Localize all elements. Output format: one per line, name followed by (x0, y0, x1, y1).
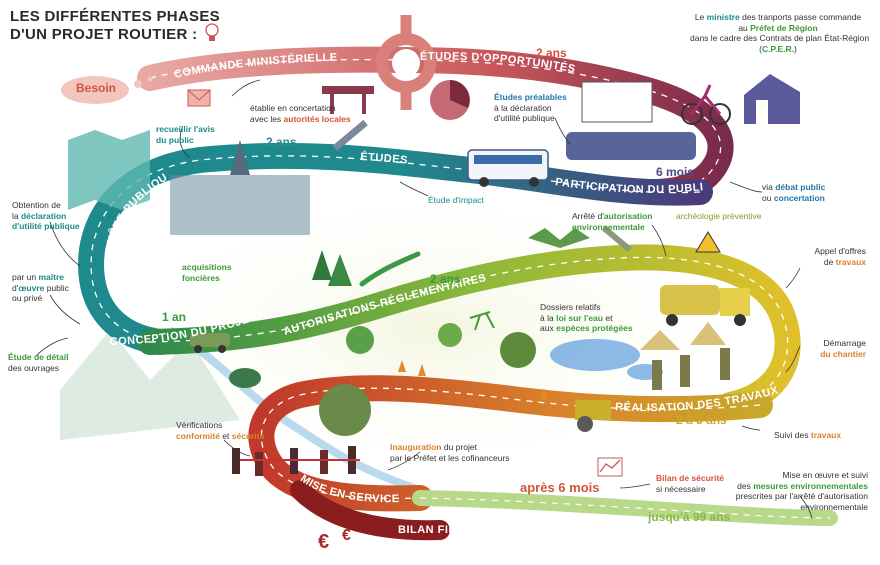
bus-icon (467, 149, 549, 187)
label-realisation: RÉALISATION DES TRAVAUX (615, 384, 780, 414)
duration-2a3ans: 2 à 3 ans (676, 413, 727, 427)
euro-icons: € € (318, 527, 351, 553)
note-etude-detail: Étude de détail des ouvrages (8, 352, 69, 373)
road-roller-icon (575, 400, 611, 432)
road-lower-dash (149, 256, 789, 406)
concrete-truck-icon (660, 285, 750, 326)
note-bilan-securite: Bilan de sécurité si nécessaire (656, 473, 725, 494)
duration-6mois: 6 mois (656, 165, 695, 179)
mountains (60, 330, 240, 440)
note-demarrage: Démarrage du chantier (820, 338, 866, 359)
note-inauguration: Inauguration du projet par le Préfet et … (390, 442, 510, 463)
note-debat-public: via débat public ou concertation (762, 182, 826, 203)
note-etudes-prealables: Études préalables à la déclaration d'uti… (494, 92, 567, 123)
note-verifications: Vérifications conformité et sécurité (176, 420, 265, 441)
turtle-icon (229, 368, 261, 388)
lightbulb-icon (205, 23, 219, 41)
note-acquisitions: acquisitions foncières (182, 262, 232, 283)
note-ministre: Le ministre des tranports passe commande… (690, 12, 870, 54)
duration-apres-6-mois: après 6 mois (520, 480, 600, 495)
note-obtention: Obtention de la déclaration d'utilité pu… (12, 200, 80, 231)
besoin-label: Besoin (76, 81, 117, 95)
duration-2ans-opportunites: 2 ans (536, 46, 567, 60)
note-appel-offres: Appel d'offres de travaux (814, 246, 866, 267)
grasshopper-icon (469, 311, 495, 331)
pond (550, 339, 640, 371)
bridge-icon (332, 119, 632, 253)
bat-icon (528, 228, 590, 248)
road-final-dash (419, 497, 831, 519)
safety-chart-icon (597, 457, 623, 477)
note-dossiers: Dossiers relatifs à la loi sur l'eau et … (540, 302, 633, 333)
label-bilan-financier: BILAN FINANCIER (398, 524, 502, 536)
duration-2ans-autorisations: 2 ans (430, 272, 461, 286)
note-archeologie: archéologie préventive (676, 211, 762, 221)
note-etude-impact: Étude d'impact (428, 195, 484, 205)
cyclist-icon (681, 84, 731, 125)
maps-icon (68, 130, 150, 210)
road-top-dash (149, 58, 722, 193)
duration-2ans-etudes: 2 ans (266, 135, 297, 149)
label-mise-en-service: MISE EN SERVICE (298, 473, 400, 506)
note-concertation: établie en concertation avec les autorit… (250, 103, 351, 124)
note-arrete: Arrêté d'autorisation environnementale (572, 211, 653, 232)
besoin-cloud (61, 76, 153, 104)
note-maitre-oeuvre: par un maître d'œuvre public ou privé (12, 272, 69, 303)
village-icon (170, 140, 310, 235)
car-icon (190, 333, 230, 353)
svg-text:€: € (318, 531, 329, 553)
note-suivi-travaux: Suivi des travaux (774, 430, 842, 440)
pie-chart-icon (430, 80, 470, 120)
duration-1an: 1 an (162, 310, 187, 324)
meeting-table-icon (322, 86, 374, 114)
note-mise-oeuvre: Mise en œuvre et suivi des mesures envir… (735, 470, 868, 512)
workers-icon (652, 348, 730, 390)
roundabout (376, 15, 436, 110)
label-etudes: ÉTUDES (360, 150, 409, 167)
note-recueillir-avis: recueillir l'avis du public (156, 124, 215, 145)
traffic-cones (398, 360, 548, 400)
house-icon (744, 74, 800, 124)
duration-jusqua-99ans: jusqu'à 99 ans (648, 510, 731, 524)
label-commande: COMMANDE MINISTÉRIELLE (173, 52, 338, 81)
road-middle-dash (90, 155, 701, 343)
audience-icon (566, 81, 696, 160)
envelope-icon (187, 89, 211, 107)
sand-piles (640, 322, 726, 350)
warning-sign-icon (695, 231, 721, 253)
svg-text:€: € (342, 527, 351, 544)
leader-arrows (35, 79, 813, 519)
title-line-1: LES DIFFÉRENTES PHASES (10, 8, 220, 25)
title-line-2: D'UN PROJET ROUTIER : (10, 26, 198, 43)
river (167, 326, 422, 494)
inauguration-crowd (232, 446, 360, 476)
lizard-icon (359, 251, 421, 287)
road-bilan (290, 480, 450, 541)
page-title: LES DIFFÉRENTES PHASES D'UN PROJET ROUTI… (10, 8, 220, 44)
trees-icon (312, 250, 536, 436)
